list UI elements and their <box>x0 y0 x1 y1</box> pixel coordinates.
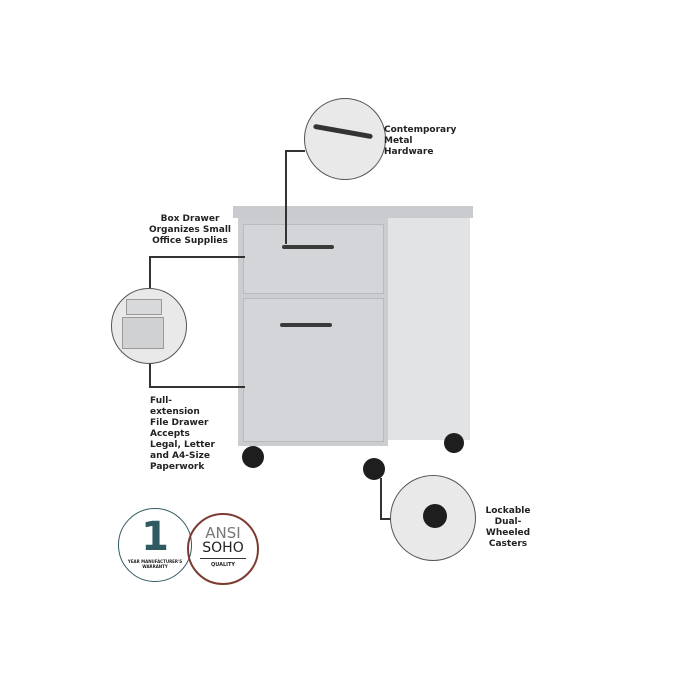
caster <box>444 433 464 453</box>
caster-closeup <box>423 504 447 528</box>
casters-label: Lockable Dual-Wheeled Casters <box>485 506 531 549</box>
caster-detail-image <box>390 475 476 561</box>
leader-line <box>380 518 392 520</box>
leader-line <box>149 362 151 386</box>
handle-closeup <box>313 123 373 140</box>
cabinet-side <box>386 218 470 440</box>
soho-text: SOHO <box>200 541 246 559</box>
drawer-closeup <box>122 317 164 349</box>
upper-drawer <box>243 224 384 294</box>
upper-handle <box>282 245 334 249</box>
leader-line <box>149 256 151 288</box>
quality-text: QUALITY <box>210 562 236 568</box>
leader-line <box>285 150 305 152</box>
warranty-text: YEAR MANUFACTURER'S WARRANTY <box>127 559 183 569</box>
leader-line <box>285 150 287 244</box>
ansi-text: ANSI <box>205 524 241 542</box>
hardware-label: Contemporary Metal Hardware <box>384 125 457 157</box>
warranty-number: 1 <box>141 514 169 560</box>
hardware-detail-image <box>304 98 386 180</box>
file-drawer-label: Full-extension File Drawer Accepts Legal… <box>150 396 215 472</box>
cabinet-top <box>233 206 473 218</box>
warranty-badge: 1 YEAR MANUFACTURER'S WARRANTY <box>118 508 192 582</box>
leader-line <box>149 386 245 388</box>
box-drawer-label: Box Drawer Organizes Small Office Suppli… <box>148 214 232 246</box>
lower-handle <box>280 323 332 327</box>
lower-drawer <box>243 298 384 442</box>
ansi-soho-badge: ANSI SOHO QUALITY <box>187 513 259 585</box>
caster <box>242 446 264 468</box>
drawer-closeup <box>126 299 162 315</box>
leader-line <box>149 256 245 258</box>
leader-line <box>380 478 382 518</box>
drawer-detail-image <box>111 288 187 364</box>
caster <box>363 458 385 480</box>
